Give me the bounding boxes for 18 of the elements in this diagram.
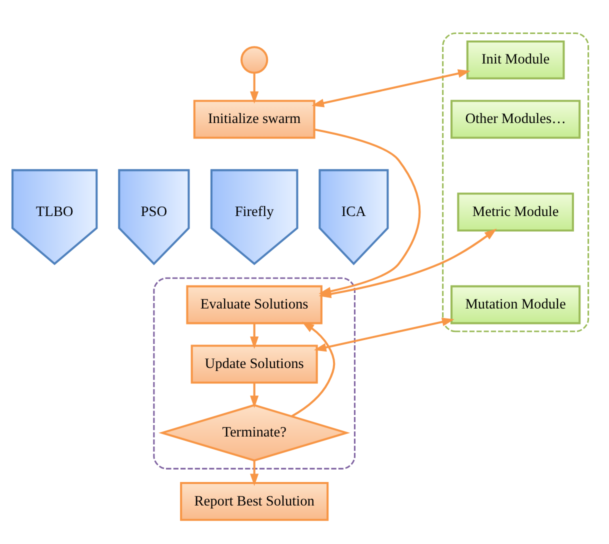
arrow [314, 317, 454, 352]
node-box: Mutation Module [450, 284, 581, 324]
arrow [250, 382, 259, 408]
arrow [250, 72, 259, 104]
arrow [312, 68, 470, 107]
node-diamond: Terminate? [158, 404, 350, 462]
node-box: Init Module [466, 40, 565, 79]
arrow [250, 322, 259, 348]
arrow [291, 321, 336, 417]
arrow [250, 460, 259, 486]
node-box: Other Modules… [450, 99, 581, 138]
node-box: Metric Module [457, 192, 574, 232]
node-box: Initialize swarm [193, 99, 316, 138]
node-box: Report Best Solution [180, 482, 329, 520]
node-box: Update Solutions [190, 344, 318, 384]
node-circle [240, 46, 268, 74]
cluster [153, 276, 356, 469]
node-box: Evaluate Solutions [186, 284, 322, 324]
